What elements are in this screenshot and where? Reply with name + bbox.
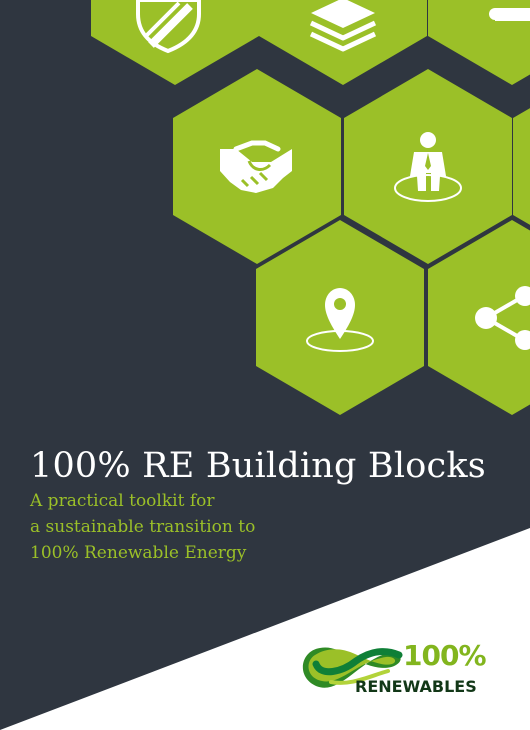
renewables-logo: 100% RENEWABLES	[298, 638, 493, 702]
handshake-icon	[220, 140, 292, 193]
puzzle-icon	[489, 8, 530, 21]
layers-icon	[309, 0, 377, 52]
hexagon-shield	[91, 0, 259, 85]
document-subtitle: A practical toolkit for a sustainable tr…	[30, 488, 500, 566]
infinity-loop-logo-icon	[302, 647, 403, 688]
shield-icon	[136, 0, 201, 54]
hexagon-right-edge-upper	[513, 108, 530, 225]
subtitle-line-3: 100% Renewable Energy	[30, 543, 247, 563]
logo-text-renewables: RENEWABLES	[355, 677, 477, 696]
white-lower-corner	[0, 528, 530, 730]
network-nodes-icon	[475, 286, 530, 350]
document-title: 100% RE Building Blocks	[30, 446, 486, 486]
subtitle-line-1: A practical toolkit for	[30, 491, 215, 511]
subtitle-line-2: a sustainable transition to	[30, 517, 256, 537]
logo-text-100-percent: 100%	[403, 639, 487, 672]
cover-text-block: 100% RE Building Blocks A practical tool…	[30, 444, 500, 566]
location-pin-icon	[306, 288, 374, 352]
person-icon	[394, 132, 462, 202]
hexagon-puzzle	[428, 0, 530, 85]
hexagon-layers	[259, 0, 427, 85]
